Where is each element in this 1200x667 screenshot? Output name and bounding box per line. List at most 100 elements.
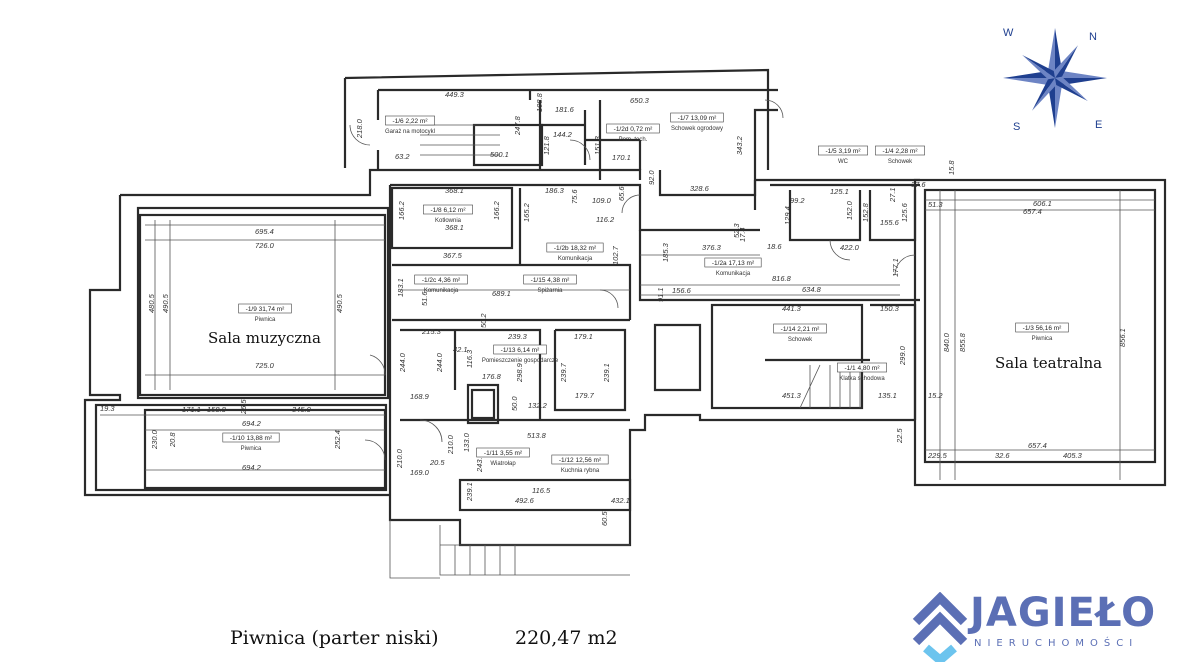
dimension-label: 298.9 — [515, 362, 524, 383]
dimension-label: 26.5 — [239, 399, 248, 415]
dimension-label: 215.3 — [421, 327, 442, 336]
room-id-area: -1/4 2,28 m² — [882, 148, 918, 155]
dimension-label: 451.3 — [782, 391, 802, 400]
room-label: -1/10 13,88 m² Piwnica — [222, 432, 280, 452]
room-label-box — [476, 447, 530, 458]
dimension-label: 42.1 — [453, 345, 468, 354]
room-name: Piwnica — [255, 317, 276, 323]
room-label: -1/9 31,74 m² Piwnica — [238, 303, 292, 323]
dimension-label: 92.0 — [647, 170, 656, 185]
room-name: Kotłownia — [435, 218, 462, 224]
dimension-label: 152.8 — [861, 202, 870, 222]
dimension-label: 239.3 — [507, 332, 528, 341]
dimension-label: 166.2 — [492, 200, 501, 220]
room-name: Schowek ogrodowy — [671, 126, 723, 132]
dimension-label: 239.7 — [559, 362, 568, 383]
dimension-label: 816.8 — [772, 274, 792, 283]
dimension-label: 694.2 — [242, 419, 262, 428]
dimension-label: 15.2 — [928, 391, 943, 400]
dimension-label: 116.3 — [465, 349, 474, 368]
dimension-label: 345.0 — [292, 405, 312, 414]
room-name: WC — [838, 159, 849, 165]
room-label: -1/8 6,12 m² Kotłownia — [423, 204, 473, 224]
dimension-label: 170.1 — [612, 153, 631, 162]
dimension-label: 689.1 — [492, 289, 511, 298]
dimension-label: 144.2 — [553, 130, 573, 139]
dimension-label: 50.2 — [479, 313, 488, 328]
compass-w: W — [1003, 27, 1014, 39]
dimension-label: 650.3 — [630, 96, 650, 105]
dimension-label: 168.9 — [410, 392, 430, 401]
room-id-area: -1/2c 4,36 m² — [422, 277, 461, 284]
room-label-box — [493, 344, 547, 355]
dimension-label: 725.0 — [255, 361, 275, 370]
dimension-label: 490.5 — [335, 293, 344, 313]
room-id-area: -1/8 6,12 m² — [430, 207, 466, 214]
logo-subtitle: NIERUCHOMOŚCI — [974, 638, 1139, 649]
room-name: Piwnica — [241, 446, 262, 452]
room-label-box — [606, 123, 660, 134]
door-swings — [349, 99, 916, 461]
room-label-box — [1015, 322, 1069, 333]
dimension-label: 695.4 — [255, 227, 274, 236]
compass-n: N — [1089, 31, 1097, 43]
dimension-label: 150.3 — [880, 304, 900, 313]
dimension-label: 218.0 — [355, 118, 364, 139]
room-id-area: -1/2b 18,32 m² — [554, 245, 597, 252]
room-id-area: -1/12 12,56 m² — [559, 457, 602, 464]
walls — [83, 68, 1167, 579]
dimension-label: 20.8 — [168, 432, 177, 448]
dimension-label: 165.2 — [522, 202, 531, 222]
dimension-label: 121.8 — [542, 135, 551, 155]
dimension-label: 328.6 — [690, 184, 710, 193]
room-name: Komunikacja — [424, 288, 459, 294]
dimension-label: 634.8 — [802, 285, 822, 294]
dimension-label: 243.5 — [475, 452, 484, 473]
dimension-label: 606.1 — [1033, 199, 1052, 208]
dimension-label: 210.0 — [446, 434, 455, 455]
room-id-area: -1/9 31,74 m² — [246, 306, 285, 313]
dimension-label: 50.0 — [510, 396, 519, 411]
room-name: Komunikacja — [558, 256, 593, 262]
dimension-label: 840.0 — [942, 332, 951, 352]
compass-e: E — [1095, 119, 1102, 131]
dimension-label: 186.3 — [545, 186, 565, 195]
dimension-label: 18.6 — [767, 242, 782, 251]
dimension-label: 52.3 — [732, 223, 741, 238]
room-id-area: -1/6 2,22 m² — [392, 118, 428, 125]
dimension-label: 65.6 — [617, 186, 626, 201]
room-label: -1/2c 4,36 m² Komunikacja — [414, 274, 468, 294]
room-label-box — [837, 362, 887, 373]
room-label-box — [414, 274, 468, 285]
room-name: Komunikacja — [716, 271, 751, 277]
dimension-label: 177.1 — [891, 258, 900, 277]
dimension-label: 368.1 — [445, 223, 464, 232]
room-id-area: -1/3 56,16 m² — [1023, 325, 1062, 332]
dimension-label: 480.5 — [147, 293, 156, 313]
dimension-label: 171.1 — [182, 405, 201, 414]
dimension-label: 156.6 — [672, 286, 692, 295]
room-id-area: -1/13 6,14 m² — [501, 347, 540, 354]
dimension-label: 856.1 — [1118, 328, 1127, 347]
dimension-label: 210.0 — [395, 448, 404, 469]
hall-label-sala-teatralna: Sala teatralna — [995, 354, 1102, 372]
dimension-label: 367.5 — [443, 251, 463, 260]
dimension-label: 125.6 — [900, 202, 909, 222]
dimension-label: 422.0 — [840, 243, 860, 252]
dimension-label: 116.5 — [532, 486, 551, 495]
dimension-label: 492.6 — [515, 496, 535, 505]
dimension-label: 151.3 — [593, 135, 602, 155]
dimension-label: 694.2 — [242, 463, 262, 472]
dimension-label: 368.1 — [445, 186, 464, 195]
room-label-box — [670, 112, 724, 123]
room-id-area: -1/10 13,88 m² — [230, 435, 273, 442]
dimension-label: 166.2 — [397, 200, 406, 220]
